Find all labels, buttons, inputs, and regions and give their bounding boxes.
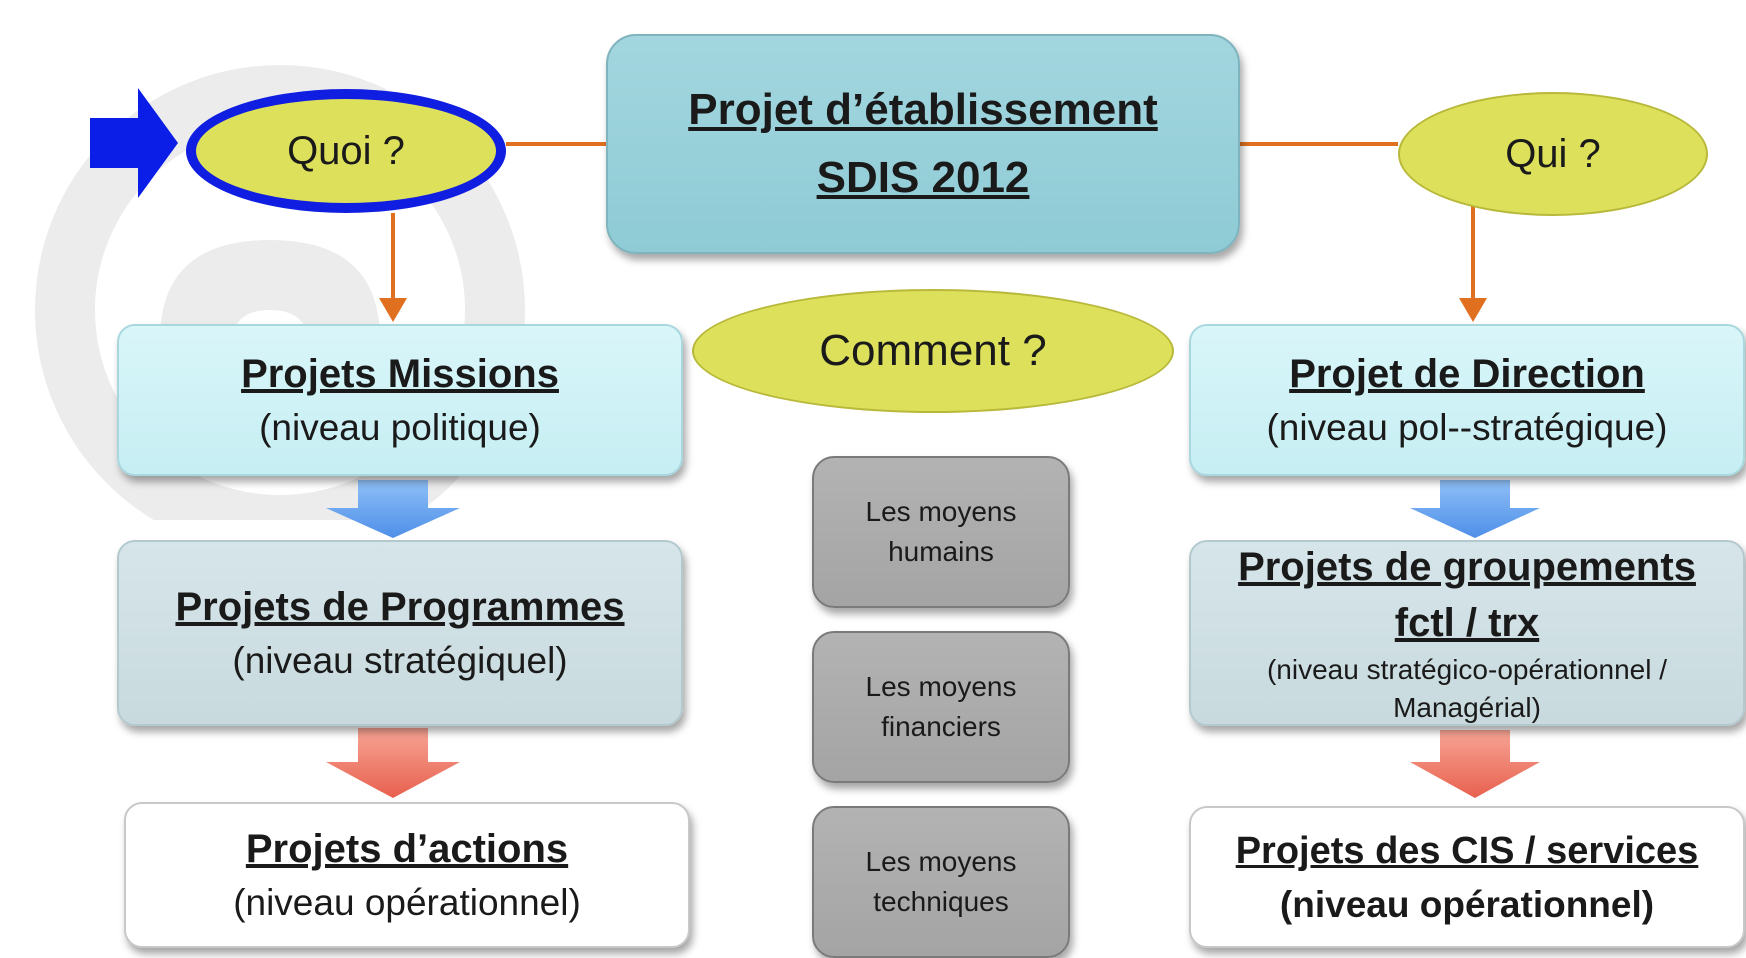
main-title-box: Projet d’établissement SDIS 2012 — [606, 34, 1240, 254]
projets-groupements-sub2: Managérial) — [1393, 692, 1541, 723]
projets-actions-sub: (niveau opérationnel) — [233, 882, 581, 923]
projets-cis-sub: (niveau opérationnel) — [1279, 884, 1655, 925]
projet-direction-title: Projet de Direction — [1289, 352, 1645, 396]
pointer-arrow-icon — [90, 88, 178, 198]
projets-missions-sub: (niveau politique) — [259, 407, 541, 448]
main-title-line2: SDIS 2012 — [816, 153, 1030, 202]
projet-direction-box: Projet de Direction (niveau pol--stratég… — [1189, 324, 1745, 476]
main-title-line1: Projet d’établissement — [688, 85, 1158, 134]
projets-groupements-title1: Projets de groupements — [1238, 545, 1696, 589]
arrowhead-direction — [1459, 298, 1487, 322]
projets-actions-box: Projets d’actions (niveau opérationnel) — [124, 802, 690, 948]
moyens-techniques-line2: techniques — [873, 886, 1009, 917]
moyens-financiers-line1: Les moyens — [865, 671, 1017, 702]
comment-label: Comment ? — [819, 326, 1047, 375]
projet-direction-sub: (niveau pol--stratégique) — [1266, 407, 1668, 448]
projets-cis-box: Projets des CIS / services (niveau opéra… — [1189, 806, 1745, 948]
projets-programmes-box: Projets de Programmes (niveau stratégiqu… — [117, 540, 683, 726]
down-arrow-blue-right — [1410, 480, 1540, 538]
qui-ellipse: Qui ? — [1398, 92, 1708, 216]
moyens-humains-box: Les moyens humains — [812, 456, 1070, 608]
down-arrow-blue-left — [326, 480, 460, 538]
moyens-financiers-line2: financiers — [881, 711, 1001, 742]
arrowhead-missions — [379, 298, 407, 322]
projets-groupements-box: Projets de groupements fctl / trx (nivea… — [1189, 540, 1745, 726]
moyens-techniques-box: Les moyens techniques — [812, 806, 1070, 958]
moyens-humains-line2: humains — [888, 536, 994, 567]
projets-actions-title: Projets d’actions — [245, 827, 569, 871]
projets-missions-title: Projets Missions — [241, 352, 559, 396]
comment-ellipse: Comment ? — [692, 289, 1174, 413]
quoi-label: Quoi ? — [287, 128, 405, 173]
moyens-financiers-box: Les moyens financiers — [812, 631, 1070, 783]
projets-groupements-title2: fctl / trx — [1394, 601, 1540, 645]
qui-label: Qui ? — [1505, 131, 1601, 176]
down-arrow-red-right — [1410, 730, 1540, 798]
projets-missions-box: Projets Missions (niveau politique) — [117, 324, 683, 476]
projets-programmes-title: Projets de Programmes — [175, 585, 625, 629]
projets-cis-title: Projets des CIS / services — [1235, 830, 1699, 872]
down-arrow-red-left — [326, 728, 460, 798]
moyens-humains-line1: Les moyens — [865, 496, 1017, 527]
projets-groupements-sub1: (niveau stratégico-opérationnel / — [1266, 654, 1667, 685]
quoi-ellipse: Quoi ? — [186, 89, 506, 213]
moyens-techniques-line1: Les moyens — [865, 846, 1017, 877]
projets-programmes-sub: (niveau stratégiquel) — [232, 640, 568, 681]
